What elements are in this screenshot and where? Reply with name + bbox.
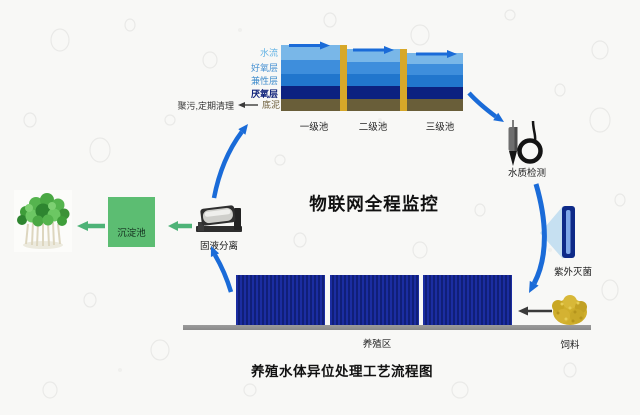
breeding-tank-3 (423, 275, 512, 325)
page-title: 养殖水体异位处理工艺流程图 (251, 364, 433, 379)
pool-layer-sediment (347, 99, 400, 111)
uv-light-cone (540, 206, 563, 259)
pool-layer-facultative (347, 74, 400, 86)
breeding-tank-1 (236, 275, 325, 325)
layer-label-sediment: 底泥 (262, 100, 281, 110)
layer-label-aerobic: 好氧层 (250, 63, 278, 73)
breeding-area-label: 养殖区 (362, 339, 392, 350)
uv-lamp-icon (540, 206, 575, 259)
pool-layer-aerobic (407, 64, 463, 75)
separator-machine-icon (196, 205, 242, 232)
pool-stage-1 (281, 45, 340, 111)
pool-layer-flow (347, 49, 400, 62)
water-quality-label: 水质检测 (507, 168, 547, 179)
pool-layer-anaerobic (407, 87, 463, 99)
center-caption: 物联网全程监控 (309, 194, 439, 214)
uv-label: 紫外灭菌 (553, 267, 593, 278)
pool-layer-sediment (281, 99, 340, 111)
sediment-cleaning-note: 聚污,定期清理 (177, 101, 234, 111)
layer-label-facultative: 兼性层 (250, 76, 278, 86)
pool-stage-2 (347, 49, 400, 111)
pool-divider (400, 49, 407, 111)
pool-divider (340, 45, 347, 111)
sedimentation-label: 沉淀池 (117, 228, 146, 239)
feed-label: 饲料 (560, 340, 580, 351)
layer-label-water-flow: 水流 (259, 48, 278, 58)
pool-layer-aerobic (281, 60, 340, 74)
plants-photo (14, 190, 72, 252)
layer-label-anaerobic: 厌氧层 (250, 89, 278, 99)
breeding-tank-2 (330, 275, 419, 325)
feed-pile-icon (552, 295, 587, 325)
ground-line (183, 325, 591, 330)
pool-layer-anaerobic (281, 86, 340, 99)
pool-layer-facultative (407, 75, 463, 87)
sedimentation-pool-box: 沉淀池 (108, 197, 155, 247)
pool-layer-anaerobic (347, 86, 400, 99)
separator-label: 固液分离 (199, 241, 239, 252)
pool-name-3: 三级池 (425, 122, 455, 133)
pool-layer-flow (407, 53, 463, 64)
water-quality-sensor-icon (508, 120, 543, 166)
pool-layer-flow (281, 45, 340, 60)
pool-layer-sediment (407, 99, 463, 111)
pool-layer-aerobic (347, 62, 400, 74)
pool-layer-facultative (281, 74, 340, 86)
pool-name-2: 二级池 (358, 122, 388, 133)
pool-stage-3 (407, 53, 463, 111)
pool-name-1: 一级池 (299, 122, 329, 133)
